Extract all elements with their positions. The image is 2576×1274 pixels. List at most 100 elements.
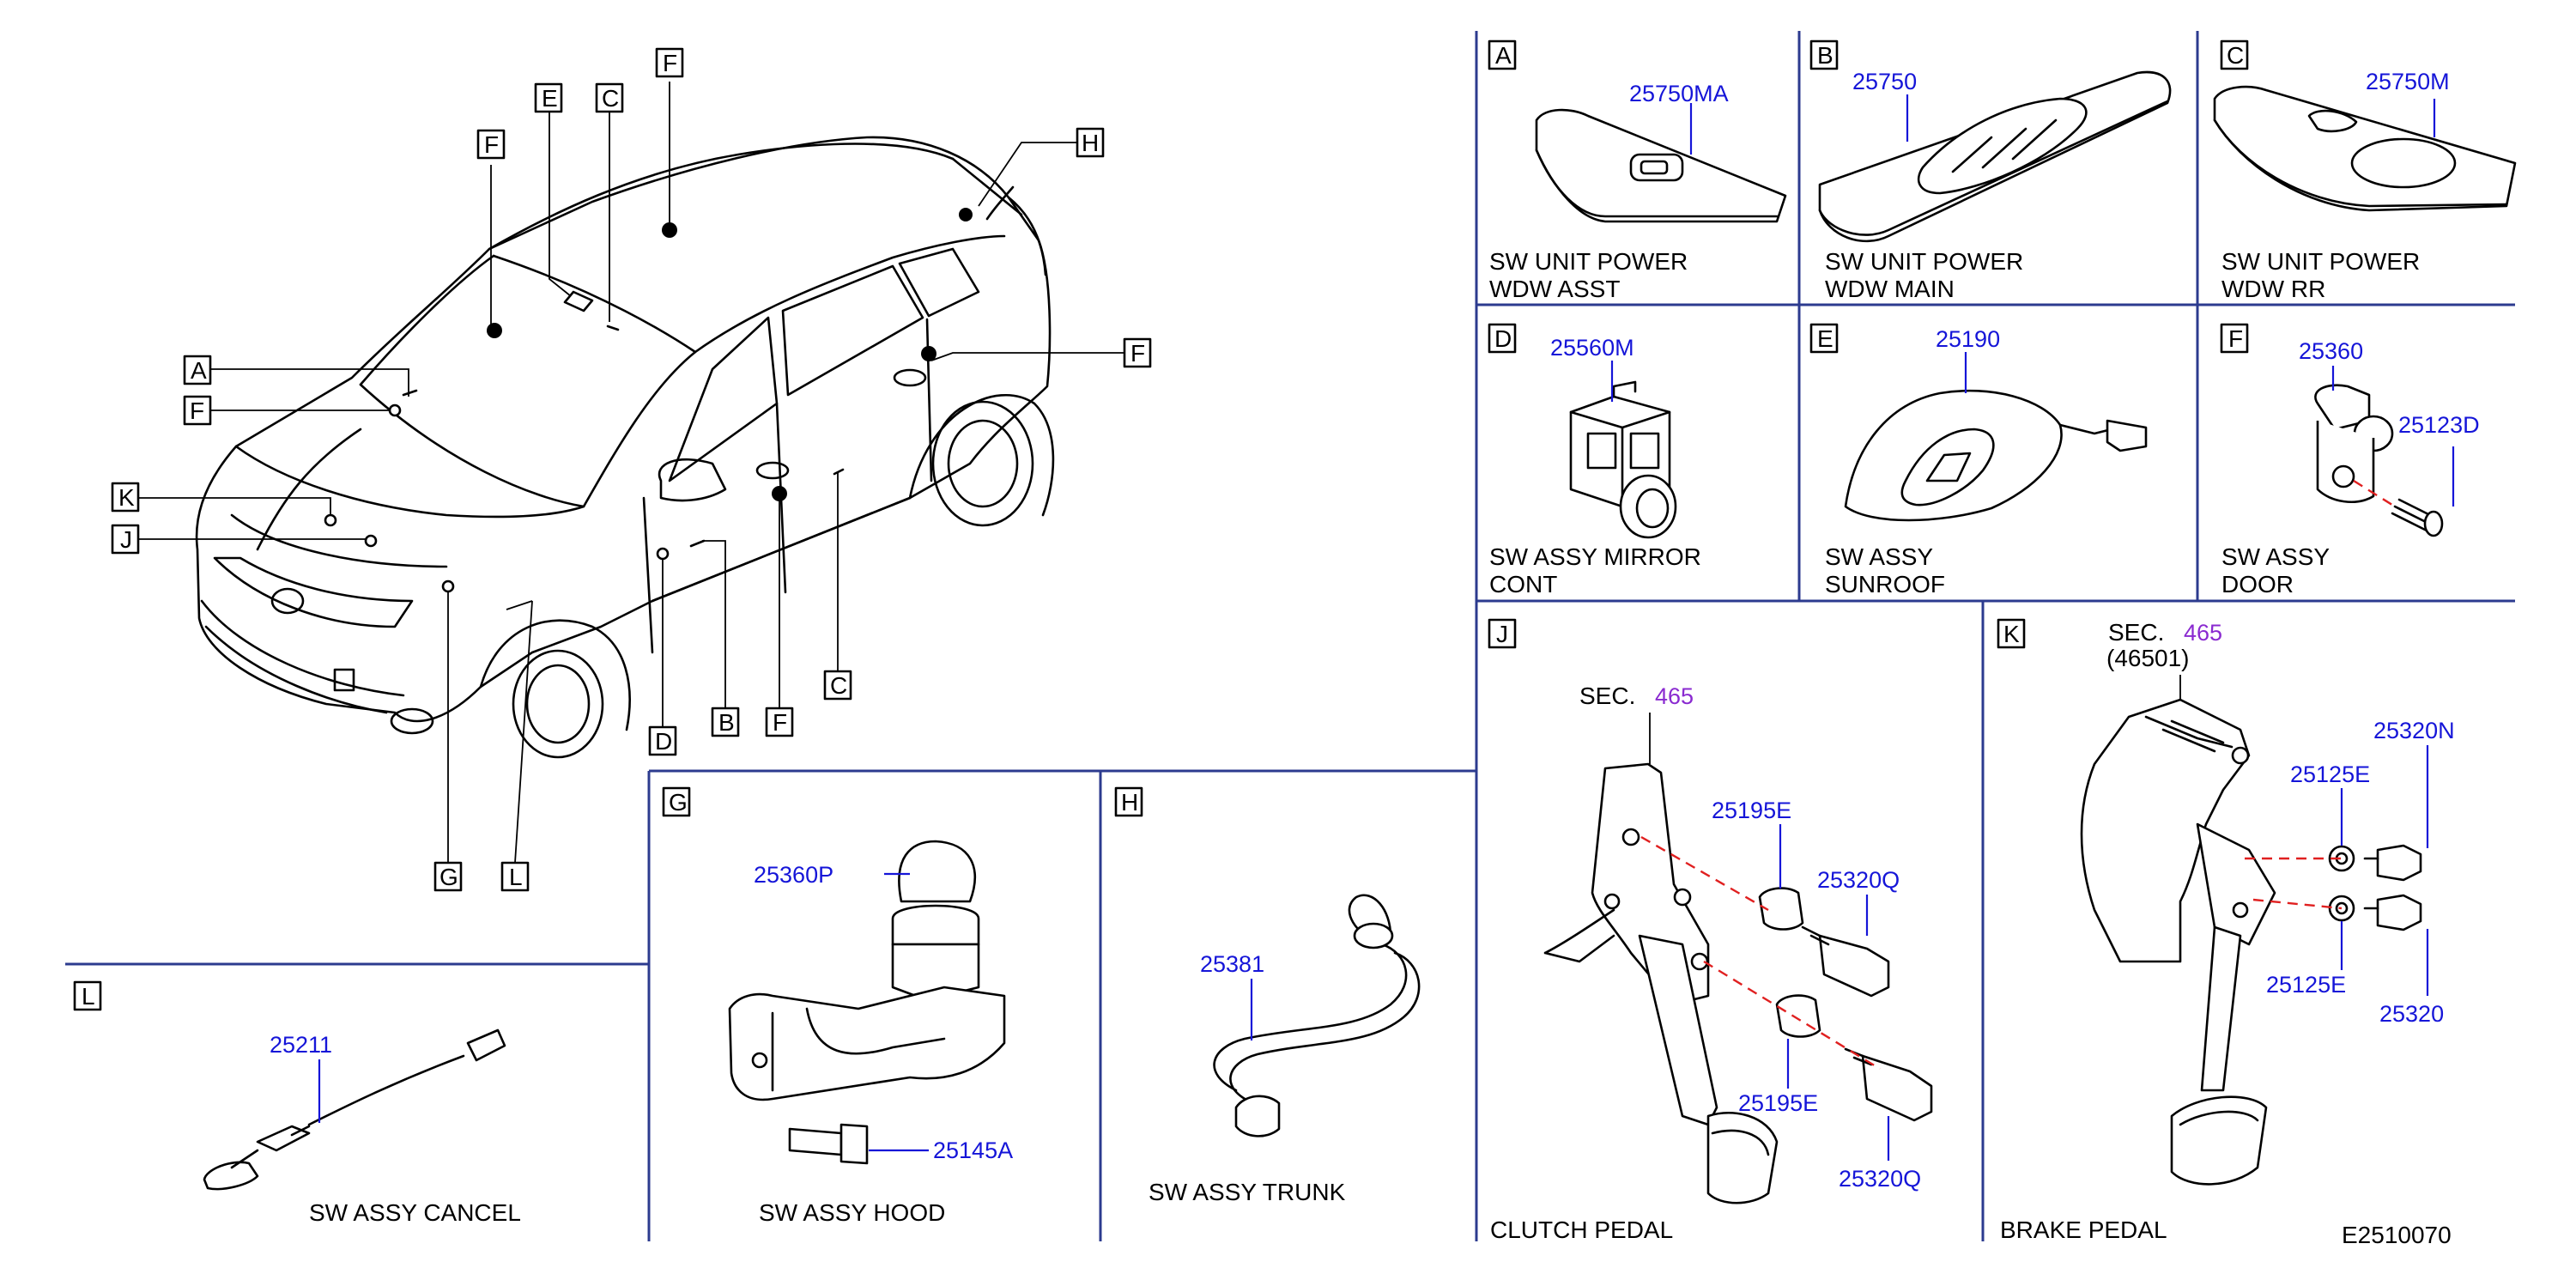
svg-text:25195E: 25195E [1712, 798, 1791, 823]
callout-C-roof[interactable]: C [595, 82, 624, 113]
panel-E: E 25190 SW ASSY SUNROOF [1809, 323, 2148, 598]
svg-text:WDW ASST: WDW ASST [1489, 276, 1620, 302]
callout-H[interactable]: H [1076, 127, 1105, 158]
svg-text:25360P: 25360P [754, 862, 833, 888]
svg-text:25320N: 25320N [2373, 718, 2455, 743]
callout-A[interactable]: A [183, 355, 212, 385]
svg-text:B: B [1817, 42, 1834, 69]
panel-H: H 25381 SW ASSY TRUNK [1114, 786, 1421, 1205]
clutch-pedal-assembly[interactable] [1543, 762, 1779, 1204]
sunroof-switch[interactable] [1844, 389, 2148, 522]
callout-F-door[interactable]: F [765, 707, 794, 737]
svg-text:25125E: 25125E [2290, 761, 2370, 787]
svg-text:(46501): (46501) [2106, 645, 2190, 671]
svg-text:F: F [2228, 325, 2243, 352]
screw[interactable] [2391, 498, 2444, 537]
svg-text:SUNROOF: SUNROOF [1825, 571, 1945, 598]
svg-text:25123D: 25123D [2398, 412, 2480, 438]
svg-text:G: G [439, 864, 458, 890]
svg-text:25211: 25211 [270, 1032, 332, 1058]
svg-text:SW ASSY CANCEL: SW ASSY CANCEL [309, 1199, 521, 1226]
panel-C: C 25750M SW UNIT POWER WDW RR [2213, 39, 2517, 302]
svg-text:25750: 25750 [1852, 69, 1917, 94]
door-switch[interactable] [2314, 384, 2394, 503]
svg-text:25195E: 25195E [1738, 1090, 1818, 1116]
panel-dividers [65, 31, 2515, 1241]
svg-text:25560M: 25560M [1550, 335, 1634, 361]
panel-G: G 25360P 25145A SW ASSY HOOD [662, 786, 1013, 1226]
svg-text:DOOR: DOOR [2221, 571, 2294, 598]
svg-text:B: B [718, 709, 735, 736]
brake-switch-upper[interactable] [2328, 844, 2422, 882]
brake-switch-lower[interactable] [2328, 894, 2422, 931]
svg-text:H: H [1082, 130, 1099, 156]
svg-text:L: L [509, 864, 523, 890]
svg-text:H: H [1121, 789, 1138, 816]
svg-text:SW ASSY HOOD: SW ASSY HOOD [759, 1199, 945, 1226]
callout-C-door[interactable]: C [823, 670, 852, 701]
svg-text:C: C [602, 85, 619, 112]
callout-D-door[interactable]: D [648, 725, 677, 756]
callout-E[interactable]: E [534, 82, 563, 113]
svg-text:D: D [655, 728, 672, 755]
callout-F-roof[interactable]: F [655, 47, 684, 78]
svg-text:WDW MAIN: WDW MAIN [1825, 276, 1955, 302]
svg-text:A: A [1495, 42, 1512, 69]
svg-text:25145A: 25145A [933, 1138, 1013, 1163]
svg-text:F: F [1130, 340, 1145, 367]
mirror-control-switch[interactable] [1569, 380, 1677, 539]
svg-text:SW UNIT POWER: SW UNIT POWER [1825, 248, 2023, 275]
panel-F: F 25360 25123D SW ASSY DOOR [2220, 323, 2480, 598]
hood-switch[interactable] [728, 840, 1006, 1101]
svg-text:25750MA: 25750MA [1629, 81, 1729, 106]
svg-text:L: L [82, 983, 95, 1010]
svg-text:K: K [118, 484, 135, 511]
callout-F-hood[interactable]: F [476, 129, 506, 160]
clutch-switch-upper[interactable] [1758, 887, 1890, 998]
svg-text:J: J [120, 526, 132, 553]
svg-text:A: A [191, 357, 207, 384]
svg-text:CLUTCH PEDAL: CLUTCH PEDAL [1490, 1216, 1673, 1243]
svg-text:WDW RR: WDW RR [2221, 276, 2325, 302]
callout-B[interactable]: B [711, 707, 740, 737]
panel-D: D 25560M SW ASSY MIRROR CONT [1488, 323, 1701, 598]
callout-F-rear[interactable]: F [1123, 337, 1152, 368]
brake-pedal-assembly[interactable] [2080, 698, 2276, 1186]
power-window-switch-asst[interactable] [1535, 108, 1787, 223]
callout-K[interactable]: K [111, 482, 140, 513]
svg-text:SW ASSY MIRROR: SW ASSY MIRROR [1489, 543, 1701, 570]
panel-L: L 25211 SW ASSY CANCEL [73, 980, 521, 1226]
callout-L[interactable]: L [500, 861, 530, 892]
callout-G[interactable]: G [433, 861, 463, 892]
cancel-switch-harness[interactable] [203, 1028, 506, 1191]
svg-text:F: F [484, 131, 499, 158]
trunk-switch-harness[interactable] [1213, 894, 1421, 1138]
panel-J: J SEC. 465 25195E 25320Q [1488, 618, 1933, 1243]
svg-text:25125E: 25125E [2266, 972, 2346, 998]
svg-text:C: C [2227, 42, 2244, 69]
svg-text:SW UNIT POWER: SW UNIT POWER [2221, 248, 2420, 275]
power-window-switch-main[interactable] [1818, 70, 2172, 243]
svg-text:SEC.: SEC. [2108, 619, 2164, 646]
svg-text:25381: 25381 [1200, 951, 1264, 977]
power-window-switch-rr[interactable] [2213, 85, 2517, 212]
svg-text:25750M: 25750M [2366, 69, 2450, 94]
svg-text:25320Q: 25320Q [1817, 867, 1900, 893]
svg-text:25190: 25190 [1936, 326, 2000, 352]
svg-text:C: C [830, 672, 847, 699]
svg-text:SW ASSY: SW ASSY [1825, 543, 1933, 570]
svg-text:465: 465 [1655, 683, 1694, 709]
hood-switch-bolt[interactable] [788, 1123, 869, 1165]
svg-text:SW ASSY: SW ASSY [2221, 543, 2330, 570]
svg-text:CONT: CONT [1489, 571, 1557, 598]
callout-J[interactable]: J [111, 524, 140, 555]
svg-text:E: E [542, 85, 558, 112]
vehicle-overview: A F K J F E C F H F G L D B F C [111, 47, 1152, 892]
svg-text:SW ASSY TRUNK: SW ASSY TRUNK [1149, 1179, 1346, 1205]
callout-D-front[interactable]: F [183, 395, 212, 426]
svg-text:F: F [663, 50, 677, 76]
panel-B: B 25750 SW UNIT POWER WDW MAIN [1809, 39, 2172, 302]
svg-text:G: G [669, 789, 688, 816]
svg-text:F: F [190, 397, 204, 424]
